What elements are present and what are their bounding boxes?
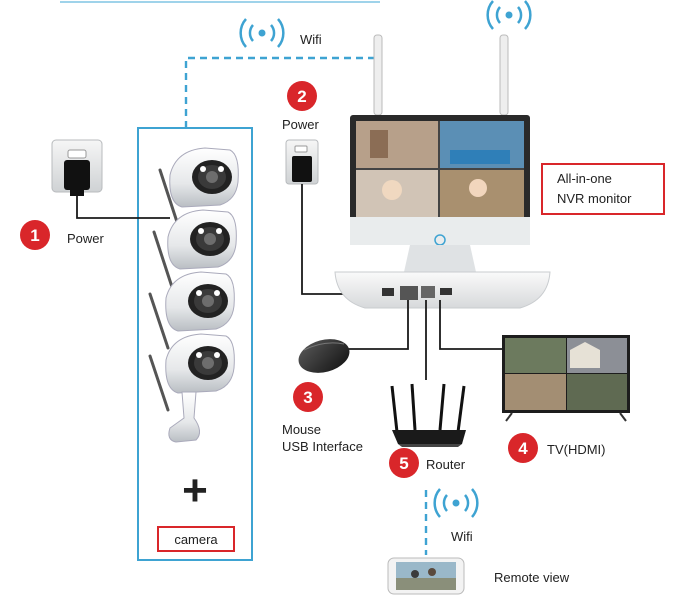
nvr-label-line2: NVR monitor — [557, 191, 632, 206]
router-label: Router — [426, 457, 466, 472]
badge-5 — [389, 448, 419, 478]
badge-1 — [20, 220, 50, 250]
camera-icon — [152, 209, 237, 289]
nvr-label-box — [541, 163, 665, 215]
badge-4-number: 4 — [518, 439, 528, 458]
camera-icon — [148, 271, 235, 350]
camera-group-box — [137, 127, 253, 561]
nvr-label-line1: All-in-one — [557, 171, 612, 186]
wifi-bottom-label: Wifi — [451, 529, 473, 544]
wifi-icon — [239, 18, 285, 48]
power-left-label: Power — [67, 231, 105, 246]
remote-view-label: Remote view — [494, 570, 570, 585]
wifi-top-label: Wifi — [300, 32, 322, 47]
power-top-label: Power — [282, 117, 320, 132]
badge-2-number: 2 — [297, 87, 306, 106]
badge-2 — [287, 81, 317, 111]
mouse-icon — [298, 339, 350, 373]
router-icon — [390, 383, 466, 447]
nvr-monitor-icon — [334, 34, 551, 309]
badge-1-number: 1 — [30, 226, 39, 245]
camera-icon — [148, 333, 235, 443]
power-adapter-icon — [285, 139, 319, 185]
smartphone-icon — [387, 557, 465, 595]
mouse-label-line1: Mouse — [282, 422, 321, 437]
camera-icon — [158, 147, 239, 227]
power-adapter-icon — [51, 139, 103, 196]
mouse-label-line2: USB Interface — [282, 439, 363, 454]
badge-3 — [293, 382, 323, 412]
wifi-icon — [433, 488, 479, 518]
wifi-icon — [486, 0, 532, 30]
badge-4 — [508, 433, 538, 463]
badge-3-number: 3 — [303, 388, 312, 407]
plus-sign: + — [182, 466, 208, 515]
camera-label-box — [157, 526, 235, 552]
tv-label: TV(HDMI) — [547, 442, 606, 457]
badge-5-number: 5 — [399, 454, 408, 473]
tv-icon — [502, 335, 630, 422]
camera-label: camera — [174, 532, 218, 547]
